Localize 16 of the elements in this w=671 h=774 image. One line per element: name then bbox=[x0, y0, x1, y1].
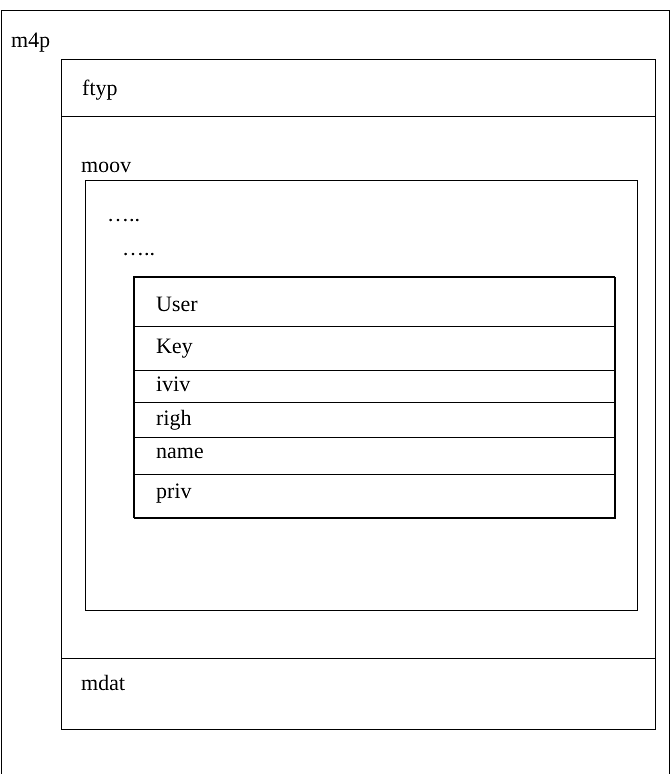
box-label: ….. bbox=[107, 203, 140, 225]
field-row: mdat bbox=[61, 658, 656, 730]
field-row: iviv bbox=[134, 370, 616, 403]
field-row: ftyp bbox=[61, 59, 656, 117]
container-box bbox=[133, 276, 615, 518]
field-row: User bbox=[134, 277, 616, 327]
box-label: m4p bbox=[11, 29, 50, 51]
field-row: priv bbox=[134, 474, 616, 519]
field-row: name bbox=[134, 437, 616, 475]
container-box bbox=[61, 116, 656, 659]
field-row: Key bbox=[134, 326, 616, 371]
container-box bbox=[1, 10, 670, 774]
box-label: ….. bbox=[122, 237, 155, 259]
box-label: moov bbox=[81, 154, 132, 176]
container-box bbox=[85, 180, 638, 611]
field-row: righ bbox=[134, 402, 616, 438]
